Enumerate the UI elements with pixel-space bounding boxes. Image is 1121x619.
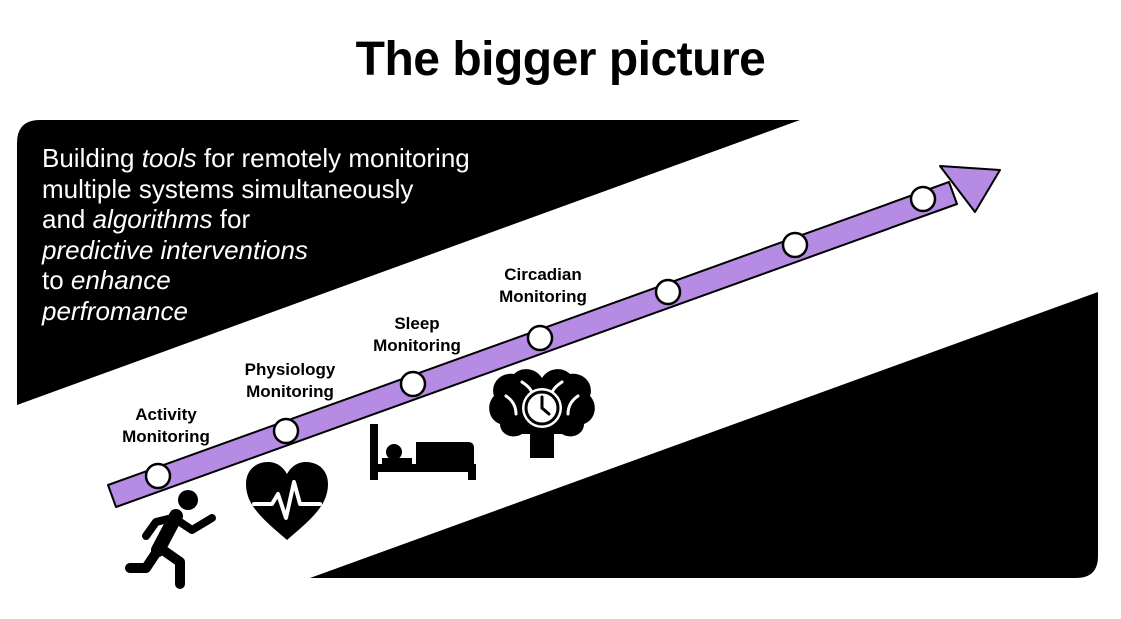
bed-icon	[370, 424, 476, 480]
running-person-icon	[125, 490, 216, 589]
description-line-3: and algorithms for	[42, 204, 251, 234]
upper-black-band	[17, 120, 800, 405]
description-line-5: to enhance	[42, 265, 171, 295]
milestones	[144, 185, 937, 490]
description-line-6: perfromance	[42, 295, 188, 326]
milestone-3	[399, 370, 427, 398]
heart-rate-icon	[246, 462, 328, 540]
milestone-5	[654, 278, 682, 306]
milestone-4	[526, 324, 554, 352]
page-title: The bigger picture	[355, 33, 766, 86]
description-text: Building tools for remotely monitoring m…	[42, 143, 562, 326]
lower-black-band	[310, 292, 1098, 578]
arrow-head	[939, 165, 1001, 213]
milestone-1	[144, 462, 172, 490]
description-line-1: Building tools for remotely monitoring	[42, 143, 470, 173]
milestone-7	[909, 185, 937, 213]
milestone-6	[781, 231, 809, 259]
milestone-2	[272, 417, 300, 445]
brain-clock-icon	[489, 369, 595, 458]
description-line-4: predictive interventions	[42, 234, 308, 265]
description-line-2: multiple systems simultaneously	[42, 173, 414, 204]
